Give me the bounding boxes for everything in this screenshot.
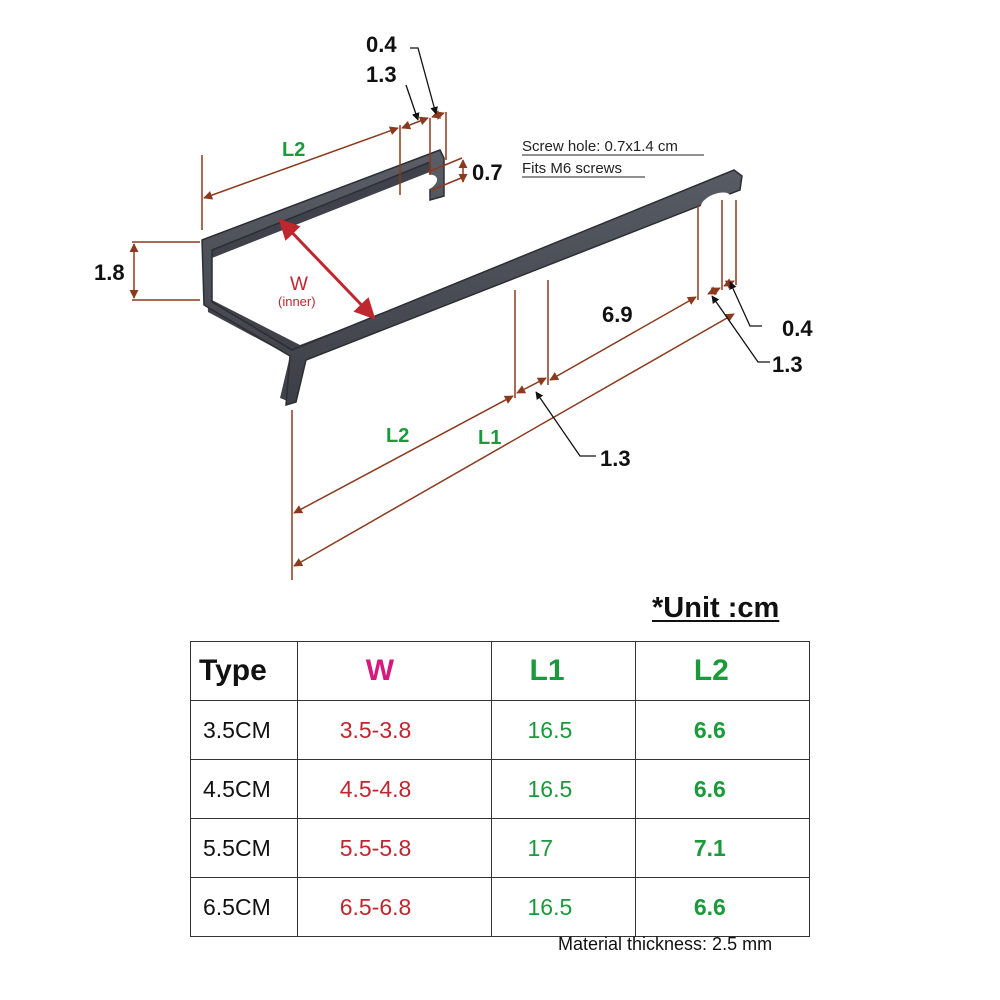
material-thickness-note: Material thickness: 2.5 mm — [558, 934, 773, 954]
label-l2-top: L2 — [282, 139, 305, 161]
cell-type: 3.5CM — [190, 700, 298, 760]
leader-lines — [405, 47, 770, 457]
screw-hole-top — [406, 174, 438, 194]
table-row: 6.5CM 6.5-6.8 16.5 6.6 — [190, 877, 811, 937]
screw-hole-right — [700, 192, 732, 212]
dim-1-8: 1.8 — [94, 260, 125, 285]
table-header-row: Type W L1 L2 — [190, 641, 811, 701]
note-fits-m6: Fits M6 screws — [522, 160, 622, 177]
dim-1-3-bottom: 1.3 — [600, 446, 631, 471]
cell-l2: 6.6 — [634, 759, 811, 819]
table-row: 5.5CM 5.5-5.8 17 7.1 — [190, 818, 811, 878]
cell-type: 5.5CM — [190, 818, 298, 878]
label-l1-bottom: L1 — [478, 427, 501, 449]
cell-w: 4.5-4.8 — [296, 759, 492, 819]
cell-w: 3.5-3.8 — [296, 700, 492, 760]
dim-1-3-right: 1.3 — [772, 352, 803, 377]
label-w-inner: (inner) — [278, 294, 316, 309]
unit-note: *Unit :cm — [652, 592, 780, 624]
header-type: Type — [190, 641, 298, 701]
u-bracket — [201, 149, 743, 407]
cell-l2: 6.6 — [634, 700, 811, 760]
header-w: W — [296, 641, 492, 701]
dim-1-3-top: 1.3 — [366, 62, 397, 87]
cell-type: 6.5CM — [190, 877, 298, 937]
header-l1: L1 — [490, 641, 636, 701]
table-row: 3.5CM 3.5-3.8 16.5 6.6 — [190, 700, 811, 760]
table-row: 4.5CM 4.5-4.8 16.5 6.6 — [190, 759, 811, 819]
spec-table: Type W L1 L2 3.5CM 3.5-3.8 16.5 6.6 4.5C… — [190, 641, 811, 937]
cell-l2: 6.6 — [634, 877, 811, 937]
label-l2-bottom: L2 — [386, 425, 409, 447]
w-inner-arrow — [278, 218, 376, 320]
header-l2: L2 — [634, 641, 811, 701]
dim-6-9: 6.9 — [602, 302, 633, 327]
dim-0-4-top: 0.4 — [366, 32, 397, 57]
cell-l1: 17 — [490, 818, 636, 878]
bracket-diagram: L2 0.4 1.3 0.7 1.8 W (inner) 6.9 0.4 1.3… — [94, 32, 813, 580]
cell-l1: 16.5 — [490, 700, 636, 760]
cell-type: 4.5CM — [190, 759, 298, 819]
screw-hole-middle — [515, 272, 549, 292]
dimension-lines — [129, 110, 737, 580]
cell-w: 6.5-6.8 — [296, 877, 492, 937]
cell-l1: 16.5 — [490, 877, 636, 937]
dim-0-7: 0.7 — [472, 160, 503, 185]
dim-0-4-right: 0.4 — [782, 316, 813, 341]
cell-l2: 7.1 — [634, 818, 811, 878]
cell-l1: 16.5 — [490, 759, 636, 819]
label-w: W — [290, 274, 308, 295]
note-screw-hole: Screw hole: 0.7x1.4 cm — [522, 138, 678, 155]
cell-w: 5.5-5.8 — [296, 818, 492, 878]
